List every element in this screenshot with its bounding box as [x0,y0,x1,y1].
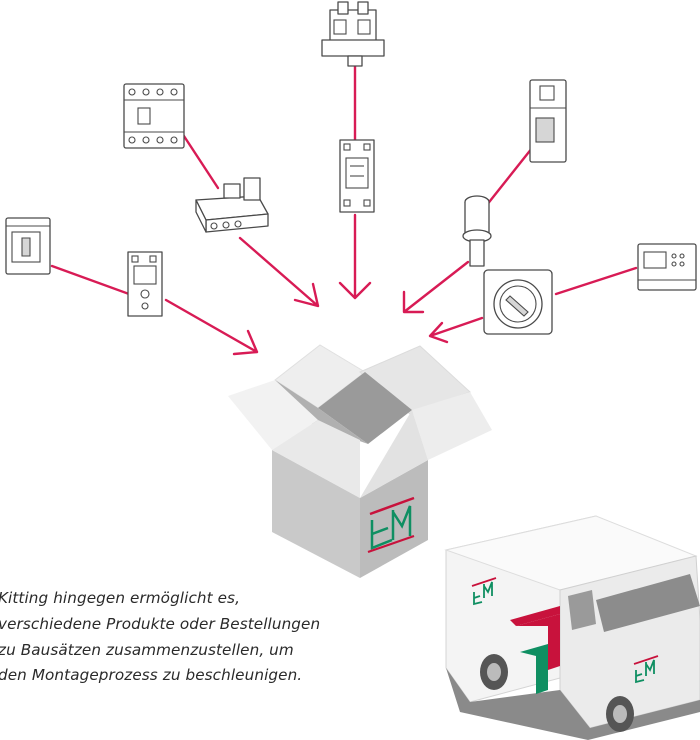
arrow-from-switch [50,264,142,300]
caption-line: verschiedene Produkte oder Bestellungen [0,614,321,633]
arrow-from-motor-starter [238,236,320,308]
timer-relay-icon [127,251,163,317]
rotary-switch-icon [483,269,553,335]
van-em-logo-front [633,655,659,684]
switch-disconnector-icon [5,217,51,275]
arrow-from-disconnector [428,316,484,344]
rcd-breaker-icon [123,83,185,149]
caption-line: den Montageprozess zu beschleunigen. [0,666,303,685]
delivery-van [444,515,700,740]
motor-starter-icon [195,177,269,233]
arrow-from-plc [554,266,638,296]
din-breaker-icon [529,79,567,163]
box-em-logo [367,496,415,554]
terminal-block-icon [321,1,385,67]
arrows [50,64,638,356]
caption-line: Kitting hingegen ermöglicht es, [0,589,240,607]
arrow-from-relay [338,213,372,300]
kit-box [228,344,492,578]
plc-module-icon [637,243,697,291]
industrial-plug-icon [462,195,492,267]
arrow-from-plug [402,260,470,314]
arrow-from-rcd [178,128,220,190]
van-em-logo-side [471,577,497,606]
arrow-from-timer [164,298,259,356]
relay-module-icon [339,139,375,213]
caption-line: zu Bausätzen zusammenzustellen, um [0,640,294,659]
kitting-caption: Kitting hingegen ermöglicht es, verschie… [0,586,418,689]
